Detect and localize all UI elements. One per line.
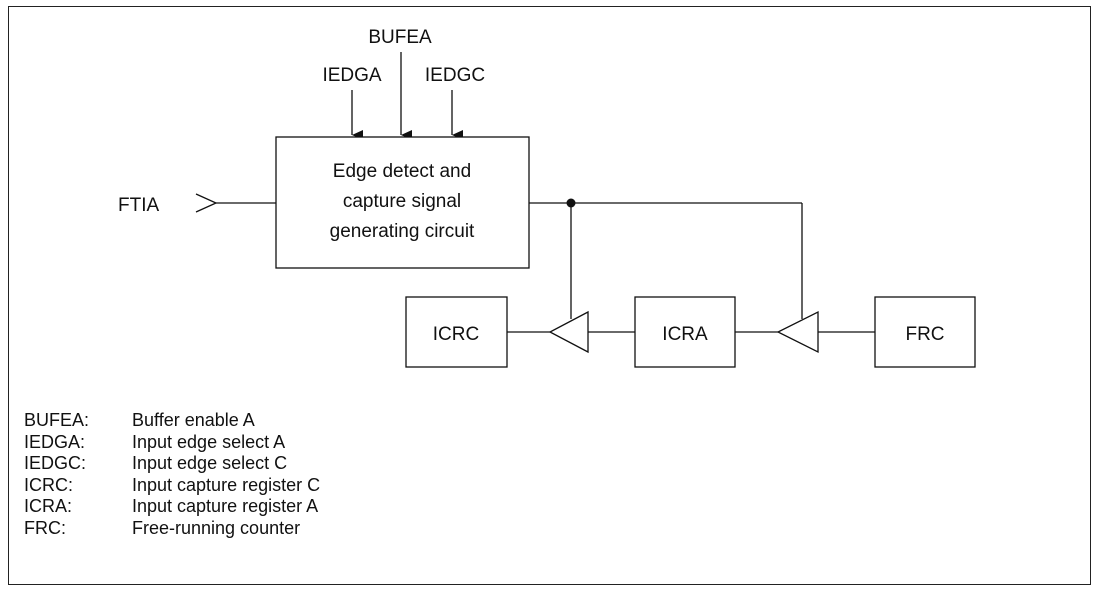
legend-item: BUFEA: Buffer enable A xyxy=(24,410,320,432)
edge-detect-line-3: generating circuit xyxy=(330,221,475,242)
legend-item: IEDGC: Input edge select C xyxy=(24,453,320,475)
legend: BUFEA: Buffer enable A IEDGA: Input edge… xyxy=(24,410,320,540)
legend-description: Input capture register A xyxy=(132,496,319,517)
legend-item: FRC: Free-running counter xyxy=(24,518,320,540)
frc-label: FRC xyxy=(905,324,944,345)
edge-detect-line-2: capture signal xyxy=(343,191,461,212)
legend-description: Input capture register C xyxy=(132,474,321,495)
legend-item: IEDGA: Input edge select A xyxy=(24,432,320,454)
icrc-buffer-triangle xyxy=(548,310,589,354)
ftia-input-symbol xyxy=(195,193,218,213)
legend-term: IEDGC: xyxy=(24,453,87,474)
legend-description: Free-running counter xyxy=(132,517,301,538)
ftia-label: FTIA xyxy=(118,195,159,216)
iedgc-label: IEDGC xyxy=(425,65,485,86)
diagram-frame xyxy=(8,6,1091,585)
icrc-label: ICRC xyxy=(433,324,479,345)
iedga-label: IEDGA xyxy=(322,65,381,86)
edge-detect-line-1: Edge detect and xyxy=(333,161,471,182)
legend-term: FRC: xyxy=(24,517,66,538)
legend-item: ICRC: Input capture register C xyxy=(24,475,320,497)
legend-description: Input edge select A xyxy=(132,431,286,452)
legend-description: Input edge select C xyxy=(132,453,288,474)
legend-term: ICRC: xyxy=(24,474,73,495)
legend-item: ICRA: Input capture register A xyxy=(24,496,320,518)
legend-term: ICRA: xyxy=(24,496,73,517)
icra-label: ICRA xyxy=(662,324,708,345)
icra-buffer-triangle xyxy=(776,310,819,354)
legend-term: BUFEA: xyxy=(24,410,90,430)
legend-term: IEDGA: xyxy=(24,431,86,452)
frc-block xyxy=(874,296,976,368)
legend-description: Buffer enable A xyxy=(132,410,255,430)
bufea-label: BUFEA xyxy=(368,27,432,48)
